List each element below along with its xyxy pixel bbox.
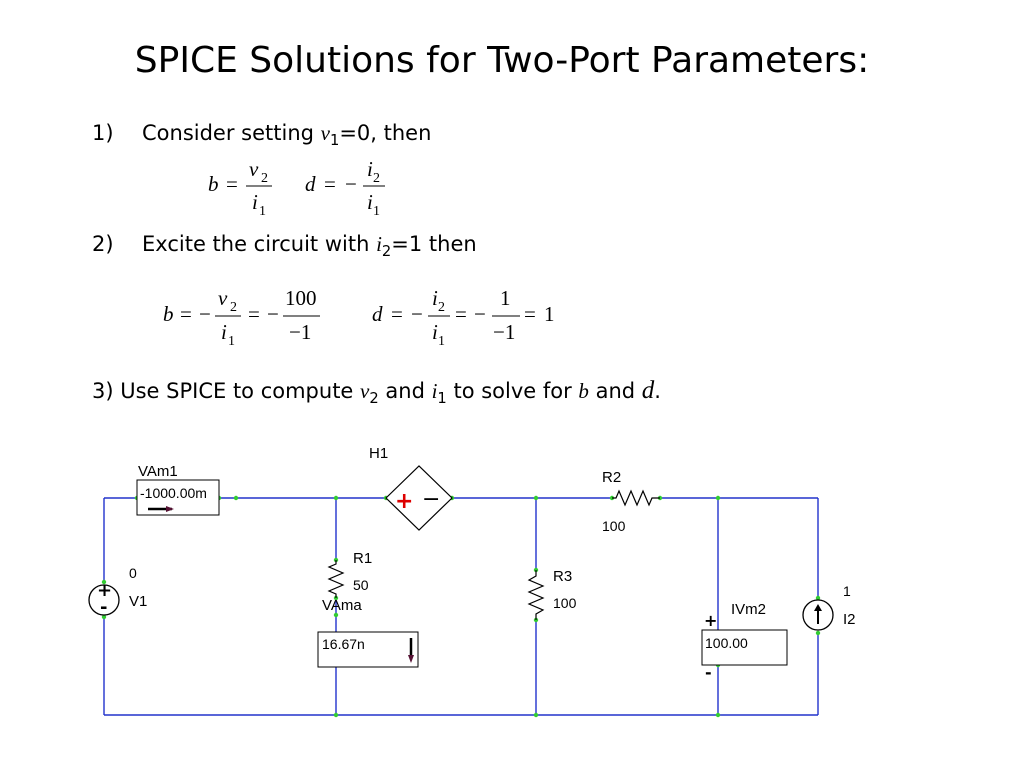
resistor-r3: R3 100 [527, 568, 577, 620]
svg-text:2: 2 [373, 171, 380, 186]
h1-minus: − [422, 487, 440, 512]
current-source-i2: 1 I2 [802, 583, 856, 631]
equation-2-b: b = − v 2 i 1 = − 100 −1 [163, 286, 320, 349]
step-1-text: Consider setting v1=0, then [142, 121, 432, 150]
r3-value: 100 [553, 595, 577, 611]
svg-text:=: = [226, 172, 238, 196]
ammeter-vam1: VAm1 -1000.00m [136, 463, 220, 516]
ivm2-plus: + [704, 611, 717, 630]
svg-text:v: v [218, 286, 228, 310]
svg-text:2: 2 [261, 171, 268, 186]
svg-text:−: − [199, 302, 211, 326]
svg-text:−: − [474, 302, 486, 326]
svg-text:i: i [221, 320, 227, 344]
v1-value: 0 [129, 565, 137, 581]
page-title: SPICE Solutions for Two-Port Parameters: [134, 40, 870, 81]
step-3-number: 3) [92, 379, 114, 403]
step-3: 3) Use SPICE to compute v2 and i1 to sol… [92, 377, 661, 407]
vama-reading: 16.67n [322, 636, 365, 652]
svg-text:d: d [305, 172, 316, 196]
vam1-label: VAm1 [138, 463, 178, 480]
svg-text:i: i [432, 286, 438, 310]
svg-text:1: 1 [228, 334, 235, 349]
svg-text:−: − [267, 302, 279, 326]
step-2-text: Excite the circuit with i2=1 then [142, 232, 477, 261]
svg-text:1: 1 [259, 204, 266, 219]
dependent-source-h1: H1 + − [369, 445, 453, 531]
step-1-number: 1) [92, 121, 114, 145]
ivm2-reading: 100.00 [705, 635, 748, 651]
equation-1-d: d = − i 2 i 1 [305, 157, 385, 219]
svg-text:i: i [252, 190, 258, 214]
svg-text:b: b [208, 172, 219, 196]
voltage-source-v1: + - 0 V1 [88, 565, 147, 618]
r1-label: R1 [353, 550, 372, 567]
i2-label: I2 [843, 611, 856, 628]
svg-text:1: 1 [373, 204, 380, 219]
svg-text:=: = [324, 172, 336, 196]
svg-text:d: d [372, 302, 383, 326]
step-3-text: Use SPICE to compute v2 and i1 to solve … [120, 377, 661, 408]
svg-text:b: b [163, 302, 174, 326]
r3-label: R3 [553, 568, 572, 585]
v1-label: V1 [129, 593, 147, 610]
wires [103, 497, 819, 716]
svg-text:i: i [367, 190, 373, 214]
svg-text:=: = [524, 302, 536, 326]
i2-value: 1 [843, 583, 851, 599]
svg-text:1: 1 [438, 334, 445, 349]
svg-text:1: 1 [544, 302, 555, 326]
svg-text:−: − [345, 172, 357, 196]
svg-text:2: 2 [230, 300, 237, 315]
svg-text:=: = [180, 302, 192, 326]
vam1-reading: -1000.00m [140, 485, 207, 501]
resistor-r2: R2 100 [602, 469, 660, 534]
svg-text:v: v [249, 157, 259, 181]
svg-text:i: i [367, 157, 373, 181]
svg-text:−1: −1 [289, 320, 311, 344]
h1-plus: + [395, 489, 413, 514]
ivm2-minus: - [705, 663, 712, 682]
svg-text:=: = [391, 302, 403, 326]
svg-text:−1: −1 [493, 320, 515, 344]
r2-value: 100 [602, 518, 626, 534]
ammeter-vama: VAma 16.67n [317, 597, 419, 668]
svg-text:1: 1 [500, 286, 511, 310]
resistor-r1: R1 50 [327, 550, 372, 598]
r2-label: R2 [602, 469, 621, 486]
svg-text:i: i [432, 320, 438, 344]
step-2-number: 2) [92, 232, 114, 256]
svg-text:=: = [248, 302, 260, 326]
equation-1-b: b = v 2 i 1 [208, 157, 272, 219]
r1-value: 50 [353, 577, 369, 593]
voltmeter-ivm2: + IVm2 100.00 - [701, 601, 788, 682]
ivm2-label: IVm2 [731, 601, 766, 618]
svg-text:100: 100 [285, 286, 317, 310]
v1-plus: + [97, 580, 112, 601]
nodes [101, 495, 821, 718]
vama-label: VAma [322, 597, 362, 614]
svg-text:−: − [411, 302, 423, 326]
equation-2-d: d = − i 2 i 1 = − 1 −1 = 1 [372, 286, 555, 349]
h1-label: H1 [369, 445, 388, 462]
v1-minus: - [100, 597, 107, 618]
svg-text:=: = [455, 302, 467, 326]
svg-text:2: 2 [438, 300, 445, 315]
